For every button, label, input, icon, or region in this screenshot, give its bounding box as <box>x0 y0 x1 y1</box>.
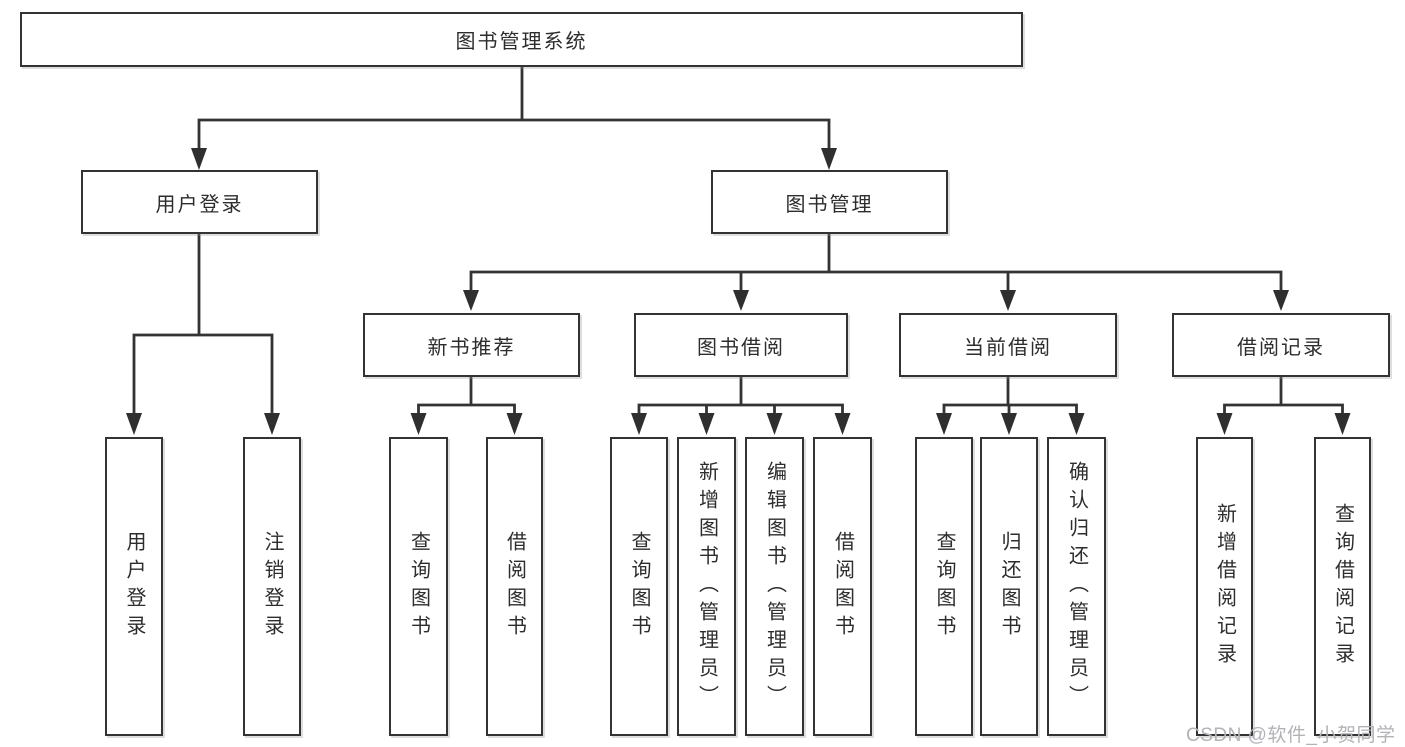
node-box-borrow-books-recommend: 借阅图书 <box>486 437 543 736</box>
node-box-logout: 注销登录 <box>243 437 301 736</box>
node-label: 新增借阅记录 <box>1213 502 1236 671</box>
connector-borrow-records-children <box>1216 375 1351 435</box>
node-box-borrow-records: 借阅记录 <box>1172 313 1390 377</box>
node-box-query-books-recommend: 查询图书 <box>389 437 448 736</box>
node-label: 注销登录 <box>261 530 283 643</box>
node-label: 查询图书 <box>407 530 430 643</box>
node-label: 用户登录 <box>123 530 145 643</box>
node-box-query-books-current: 查询图书 <box>915 437 973 736</box>
node-box-add-borrow-record: 新增借阅记录 <box>1196 437 1253 736</box>
connector-current-borrow-children <box>936 375 1085 435</box>
node-box-query-borrow-record: 查询借阅记录 <box>1314 437 1371 736</box>
node-label: 图书管理系统 <box>455 31 588 53</box>
connector-root-to-level2 <box>191 64 837 170</box>
node-box-query-books-borrow: 查询图书 <box>610 437 668 736</box>
node-box-new-book-recommend: 新书推荐 <box>363 313 580 377</box>
node-label: 查询图书 <box>628 530 650 643</box>
node-label: 归还图书 <box>998 530 1020 643</box>
watermark-text: CSDN @软件_小贺同学 <box>1186 725 1396 746</box>
node-box-book-borrow: 图书借阅 <box>634 313 848 377</box>
connector-book-management-children <box>463 232 1289 311</box>
node-box-add-books-admin: 新增图书（管理员） <box>677 437 736 736</box>
node-label: 新增图书（管理员） <box>695 460 718 713</box>
node-label: 查询借阅记录 <box>1331 502 1354 671</box>
node-box-book-management: 图书管理 <box>711 170 948 234</box>
node-box-user-login-leaf: 用户登录 <box>105 437 163 736</box>
node-label: 查询图书 <box>933 530 955 643</box>
node-label: 图书借阅 <box>697 336 785 359</box>
connector-book-borrow-children <box>631 375 851 435</box>
node-label: 编辑图书（管理员） <box>763 460 786 713</box>
connector-new-book-children <box>410 375 523 435</box>
node-box-return-books: 归还图书 <box>980 437 1038 736</box>
node-box-borrow-books: 借阅图书 <box>813 437 872 736</box>
node-box-current-borrow: 当前借阅 <box>899 313 1117 377</box>
connector-user-login-children <box>126 232 280 435</box>
node-box-user-login: 用户登录 <box>81 170 318 234</box>
node-label: 图书管理 <box>785 193 874 216</box>
node-label: 借阅记录 <box>1237 336 1325 359</box>
node-box-confirm-return-admin: 确认归还（管理员） <box>1047 437 1106 736</box>
node-label: 新书推荐 <box>427 336 516 359</box>
node-label: 用户登录 <box>155 193 244 216</box>
node-label: 当前借阅 <box>964 336 1052 359</box>
node-box-library-system: 图书管理系统 <box>20 12 1023 67</box>
node-label: 借阅图书 <box>831 530 854 643</box>
node-label: 借阅图书 <box>503 530 526 643</box>
node-box-edit-books-admin: 编辑图书（管理员） <box>745 437 804 736</box>
node-label: 确认归还（管理员） <box>1065 460 1088 713</box>
